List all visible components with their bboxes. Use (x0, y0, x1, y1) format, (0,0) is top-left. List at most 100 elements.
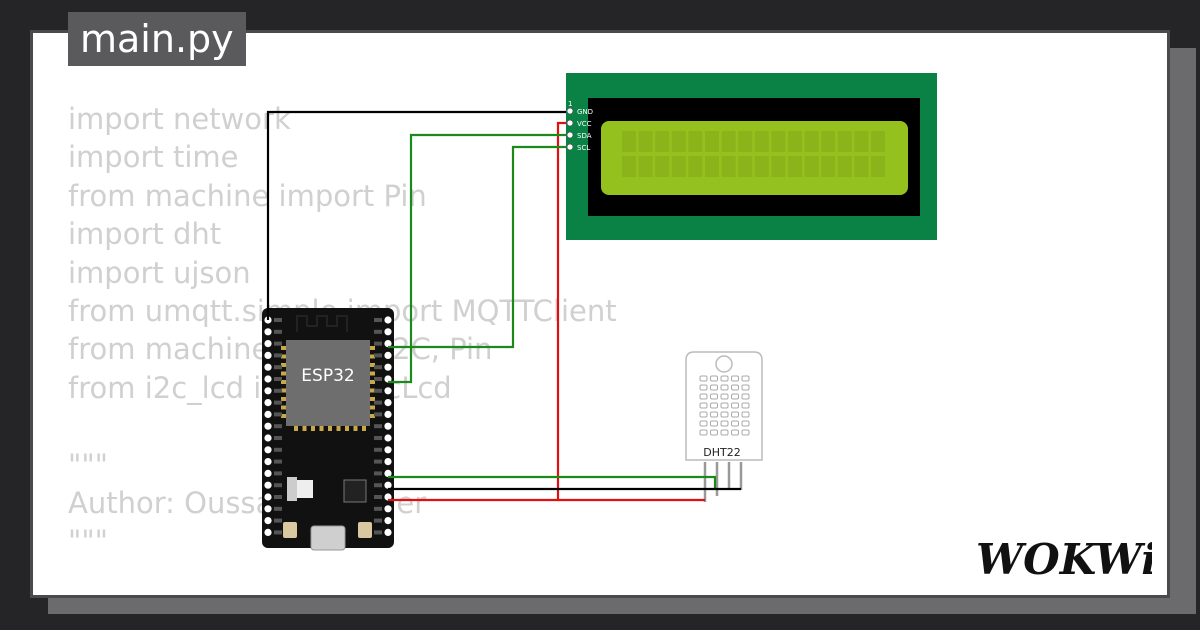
header-pin-right (384, 410, 392, 418)
usb-port[interactable] (310, 525, 346, 551)
dht22-sensor[interactable]: DHT22 (685, 351, 763, 502)
dht22-grille-slot (741, 429, 750, 436)
lcd-char-cell (688, 156, 703, 177)
dht22-grille-slot (741, 411, 750, 418)
header-pin-label-left (274, 377, 282, 381)
lcd-pin-sda[interactable] (566, 131, 574, 139)
dht22-grille-slot (741, 402, 750, 409)
header-pin-left (264, 528, 272, 537)
wire-lcd-sda[interactable] (388, 133, 566, 384)
header-pin-label-right (374, 447, 382, 452)
dht22-grille-slot (720, 411, 729, 418)
enable-button[interactable] (358, 522, 372, 538)
header-pin-label-left (274, 341, 282, 346)
lcd-char-cell (754, 131, 769, 152)
header-pin-right (384, 505, 392, 513)
dht22-grille-slot (699, 420, 708, 427)
dht22-grille-slot (741, 375, 750, 382)
lcd-pin-scl[interactable] (566, 143, 574, 151)
header-pin-label-right (374, 506, 382, 511)
header-pin-right (384, 469, 392, 477)
lcd-char-cell (804, 131, 819, 152)
dht22-grille-slot (720, 384, 729, 391)
header-pin-left (264, 399, 272, 407)
lcd-char-cell (655, 156, 670, 177)
lcd-char-cell (638, 156, 653, 177)
header-pin-label-right (374, 353, 382, 358)
lcd-character-grid (622, 131, 885, 177)
code-line: from machine import Pin (68, 178, 427, 213)
dht22-grille-slot (710, 402, 718, 409)
header-pin-left (264, 446, 272, 454)
header-pin-left (264, 328, 272, 336)
header-pin-left (264, 434, 272, 442)
header-pin-right (384, 422, 392, 430)
module-pin-bottom (294, 426, 298, 431)
dht22-grille (699, 375, 750, 436)
lcd-pin-gnd[interactable] (566, 107, 574, 115)
lcd-char-cell (705, 131, 719, 152)
lcd-char-cell (622, 156, 636, 177)
header-pin-left (264, 340, 272, 348)
lcd-char-cell (671, 131, 686, 152)
header-pin-left (264, 351, 272, 359)
lcd-char-cell (738, 156, 753, 177)
module-pin-right (370, 363, 375, 367)
wokwi-logo[interactable]: WOKWi (976, 534, 1152, 582)
wire-lcd-vcc[interactable] (388, 121, 566, 502)
header-pin-left (264, 375, 272, 383)
wire-dht-data[interactable] (388, 475, 717, 489)
header-pin-label-right (374, 377, 382, 381)
module-pin-left (281, 380, 286, 384)
header-pin-label-left (274, 388, 282, 393)
dht22-grille-slot (699, 402, 708, 409)
lcd-char-cell (721, 131, 736, 152)
module-pin-bottom (319, 426, 324, 431)
code-line: import time (68, 140, 239, 175)
wire-lcd-scl[interactable] (388, 145, 566, 349)
usb-uart-chip (343, 479, 367, 503)
code-line: import ujson (68, 255, 251, 290)
file-tab[interactable]: main.py (68, 12, 246, 66)
header-pin-right (384, 458, 392, 466)
header-pin-left (264, 363, 272, 371)
code-line: """ (68, 447, 109, 482)
header-pin-label-right (374, 400, 382, 405)
dht22-label: DHT22 (703, 446, 740, 459)
module-pin-right (370, 380, 375, 384)
header-pin-right (384, 351, 392, 359)
esp32-devkit[interactable]: ESP32 (262, 308, 394, 551)
header-pin-label-left (274, 506, 282, 511)
dht22-grille-slot (710, 384, 718, 391)
header-pin-left (264, 458, 272, 466)
lcd-1602[interactable]: 1 GND VCC SDA SCL (566, 73, 937, 240)
dht22-grille-slot (741, 420, 750, 427)
lcd-char-cell (821, 131, 836, 152)
header-pin-left (264, 481, 272, 489)
module-pin-bottom (362, 426, 366, 431)
dht22-grille-slot (731, 402, 739, 409)
header-pin-label-right (374, 495, 382, 499)
dht22-grille-slot (699, 393, 708, 400)
header-pin-right (384, 375, 392, 383)
lcd-char-cell (837, 156, 852, 177)
lcd-char-cell (837, 131, 852, 152)
lcd-pin-label-scl: SCL (577, 144, 590, 152)
module-pin-left (281, 354, 286, 359)
header-pin-label-right (374, 459, 382, 464)
header-pin-label-left (274, 436, 282, 440)
wire-lcd-gnd[interactable] (266, 110, 566, 320)
header-pin-left (264, 505, 272, 513)
header-pin-left (264, 387, 272, 395)
module-pin-left (281, 346, 286, 350)
header-pin-label-left (274, 447, 282, 452)
lcd-char-cell (771, 131, 786, 152)
header-pin-right (384, 363, 392, 371)
esp32-antenna (296, 315, 348, 332)
module-pin-left (281, 397, 286, 401)
header-pin-right (384, 481, 392, 489)
module-pin-left (281, 414, 286, 418)
lcd-pin-vcc[interactable] (566, 119, 574, 127)
boot-button[interactable] (283, 522, 297, 538)
